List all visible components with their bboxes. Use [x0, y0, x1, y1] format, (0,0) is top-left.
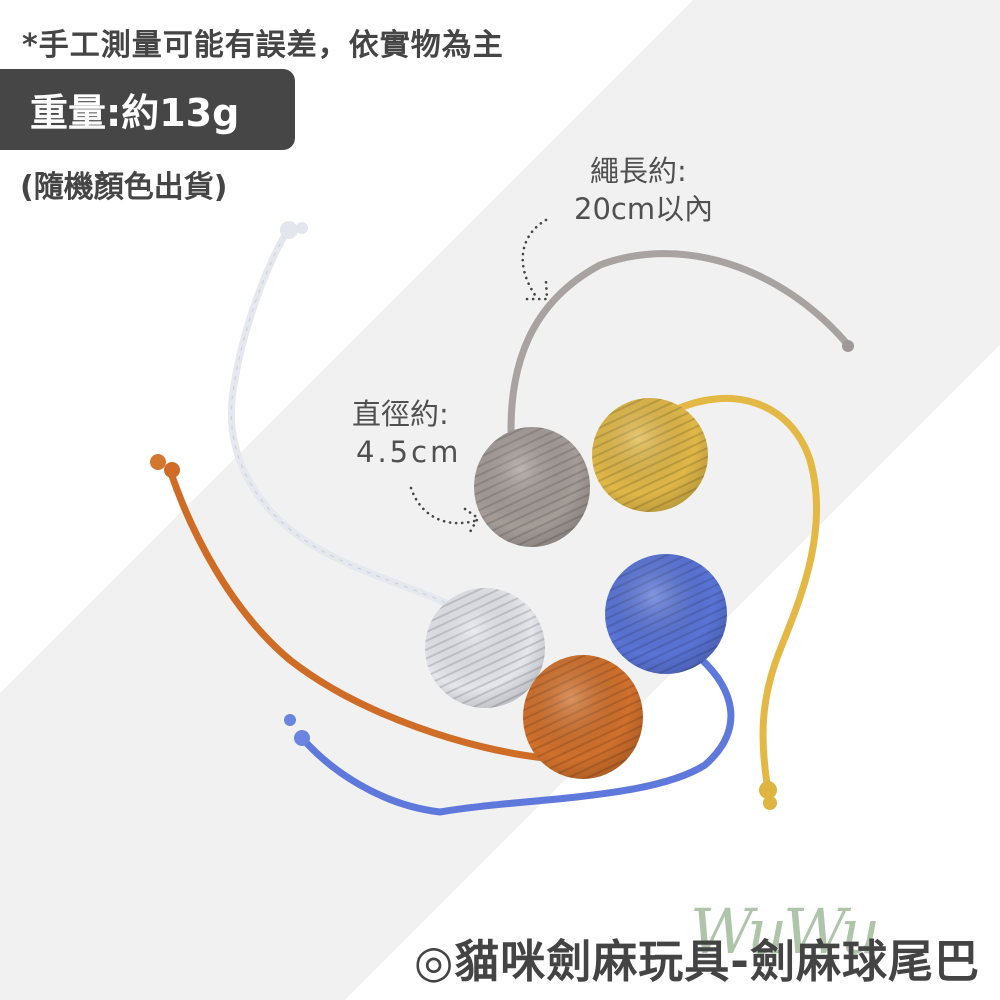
rope-length-label: 繩長約:: [590, 154, 687, 188]
weight-badge: 重量:約13g: [0, 69, 295, 150]
diameter-annotation: 直徑約: 4.5cm: [352, 395, 461, 471]
diameter-dotted-arrow-icon: [409, 486, 480, 525]
yellow-rope: [671, 394, 820, 810]
random-color-note: (隨機顏色出貨): [20, 170, 228, 205]
white-rope: [227, 221, 454, 609]
white-ball: [425, 588, 545, 708]
weight-label: 重量:約13g: [30, 91, 240, 135]
rope-length-arrowhead-icon: [525, 280, 549, 301]
blue-ball: [605, 554, 727, 674]
rope-length-annotation: 繩長約: 20cm以內: [574, 152, 713, 228]
gray-rope: [507, 250, 854, 459]
rope-length-dotted-arrow-icon: [521, 218, 548, 297]
diameter-arrowhead-icon: [463, 507, 480, 534]
yellow-ball: [592, 398, 708, 512]
orange-rope: [150, 454, 549, 762]
diameter-label: 直徑約:: [352, 397, 449, 431]
measurement-disclaimer: *手工測量可能有誤差，依實物為主: [22, 28, 504, 63]
rope-length-value: 20cm以內: [574, 192, 714, 226]
blue-rope: [284, 654, 735, 816]
brand-watermark: WuWu: [690, 895, 880, 968]
product-title: ◎貓咪劍麻玩具-劍麻球尾巴: [414, 935, 980, 988]
orange-ball: [523, 655, 643, 779]
diameter-value: 4.5cm: [356, 435, 462, 469]
gray-ball: [474, 427, 590, 547]
